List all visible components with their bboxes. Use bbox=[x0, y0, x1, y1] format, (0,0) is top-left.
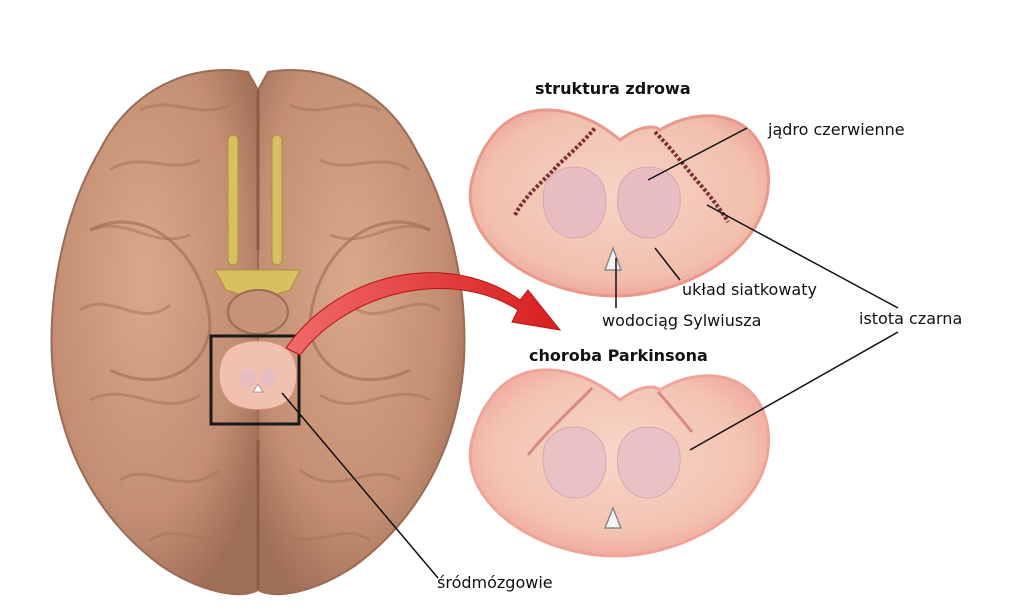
parkinson-midbrain-section bbox=[468, 368, 771, 558]
leader-nigra-healthy bbox=[706, 204, 899, 309]
title-parkinson: choroba Parkinsona bbox=[529, 346, 708, 365]
label-aqueduct: wodociąg Sylwiusza bbox=[602, 311, 762, 330]
label-midbrain: śródmózgowie bbox=[437, 573, 553, 592]
leader-lines bbox=[281, 127, 899, 579]
olfactory-tract-left bbox=[227, 134, 239, 266]
gyri-folds bbox=[79, 103, 441, 542]
label-red-nucleus: jądro czerwienne bbox=[768, 120, 905, 139]
leader-red-nucleus bbox=[647, 127, 748, 181]
olfactory-tract-right bbox=[271, 134, 283, 266]
red-nucleus-right bbox=[617, 166, 681, 239]
pons bbox=[227, 289, 289, 335]
label-reticular-formation: układ siatkowaty bbox=[682, 280, 817, 299]
leader-nigra-parkinson bbox=[689, 331, 899, 451]
label-substantia-nigra: istota czarna bbox=[859, 309, 963, 328]
left-hemisphere bbox=[50, 69, 259, 596]
midbrain-highlight-box bbox=[209, 334, 301, 426]
substantia-nigra-right bbox=[653, 130, 730, 224]
red-nucleus-left bbox=[542, 166, 607, 239]
aqueduct-parkinson bbox=[603, 505, 623, 529]
red-nucleus-right-pd bbox=[617, 426, 681, 499]
right-hemisphere bbox=[257, 69, 466, 596]
title-healthy-structure: struktura zdrowa bbox=[535, 79, 691, 98]
leader-reticular bbox=[654, 247, 681, 281]
leader-midbrain bbox=[281, 392, 439, 579]
midbrain-section-small bbox=[218, 340, 298, 410]
transition-arrow bbox=[285, 272, 562, 356]
substantia-nigra-left-faded bbox=[526, 387, 594, 456]
healthy-midbrain-section bbox=[468, 108, 771, 298]
red-nucleus-left-pd bbox=[542, 426, 607, 499]
substantia-nigra-left bbox=[513, 126, 597, 216]
aqueduct-healthy bbox=[603, 245, 623, 271]
substantia-nigra-right-faded bbox=[656, 390, 694, 433]
brain-inferior-view bbox=[50, 69, 466, 596]
